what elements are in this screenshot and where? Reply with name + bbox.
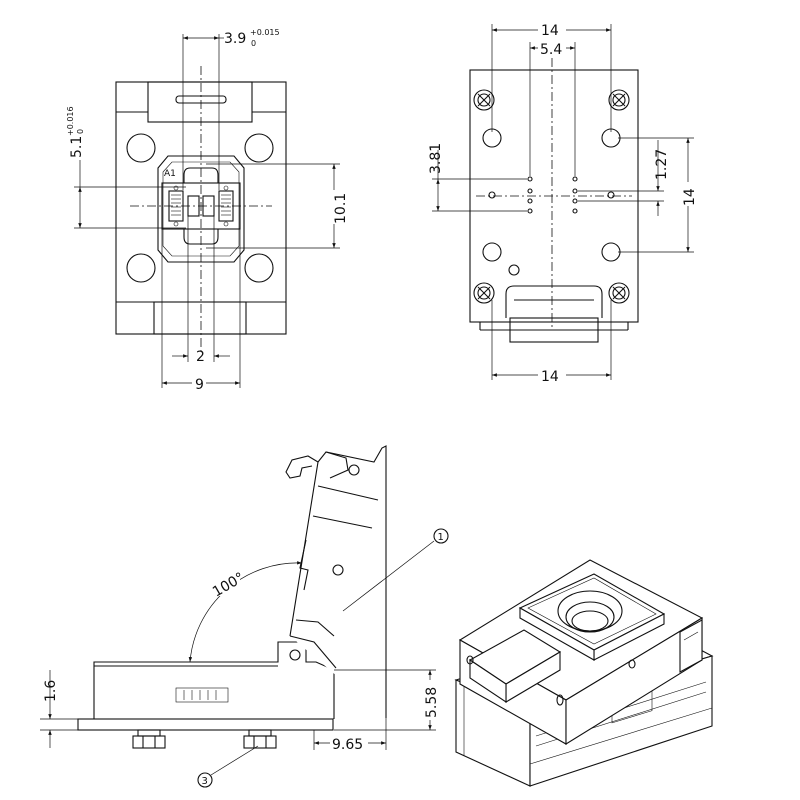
dim-right-value: 10.1 (333, 193, 349, 224)
isometric-view (454, 559, 714, 787)
dim-bottom-inner-value: 2 (196, 349, 205, 365)
dim-right-inner-value: 1.27 (654, 149, 670, 180)
side-view: 100° 1.6 5.58 9.65 1 3 (40, 445, 449, 788)
callout-1: 1 (438, 532, 444, 543)
dim-left-tol-lower: 0 (76, 129, 85, 134)
dim-left-value-bottom: 3.81 (428, 143, 444, 174)
dim-top-inner-value: 5.4 (540, 42, 562, 58)
dim-top-tol-lower: 0 (251, 39, 256, 48)
bottom-view: 14 5.4 3.81 1.27 14 (428, 22, 698, 385)
dim-left-height-value: 1.6 (43, 680, 59, 702)
dim-left-value: 5.1 (69, 136, 85, 158)
dim-right-outer-value: 14 (682, 188, 698, 206)
callout-3: 3 (202, 776, 208, 787)
dim-bottom-value: 14 (541, 369, 559, 385)
dim-right-height-value: 5.58 (424, 687, 440, 718)
front-view: A1 3.9 +0.015 0 5.1 +0.016 0 10.1 (66, 28, 349, 393)
dim-left-tol-upper: +0.016 (66, 106, 75, 136)
dim-top-tol-upper: +0.015 (250, 28, 280, 37)
dim-offset-value: 9.65 (332, 737, 363, 753)
dim-top-outer-value: 14 (541, 23, 559, 39)
dim-top-value: 3.9 (224, 31, 246, 47)
dim-bottom-outer-value: 9 (195, 377, 204, 393)
pin1-label: A1 (164, 169, 176, 179)
